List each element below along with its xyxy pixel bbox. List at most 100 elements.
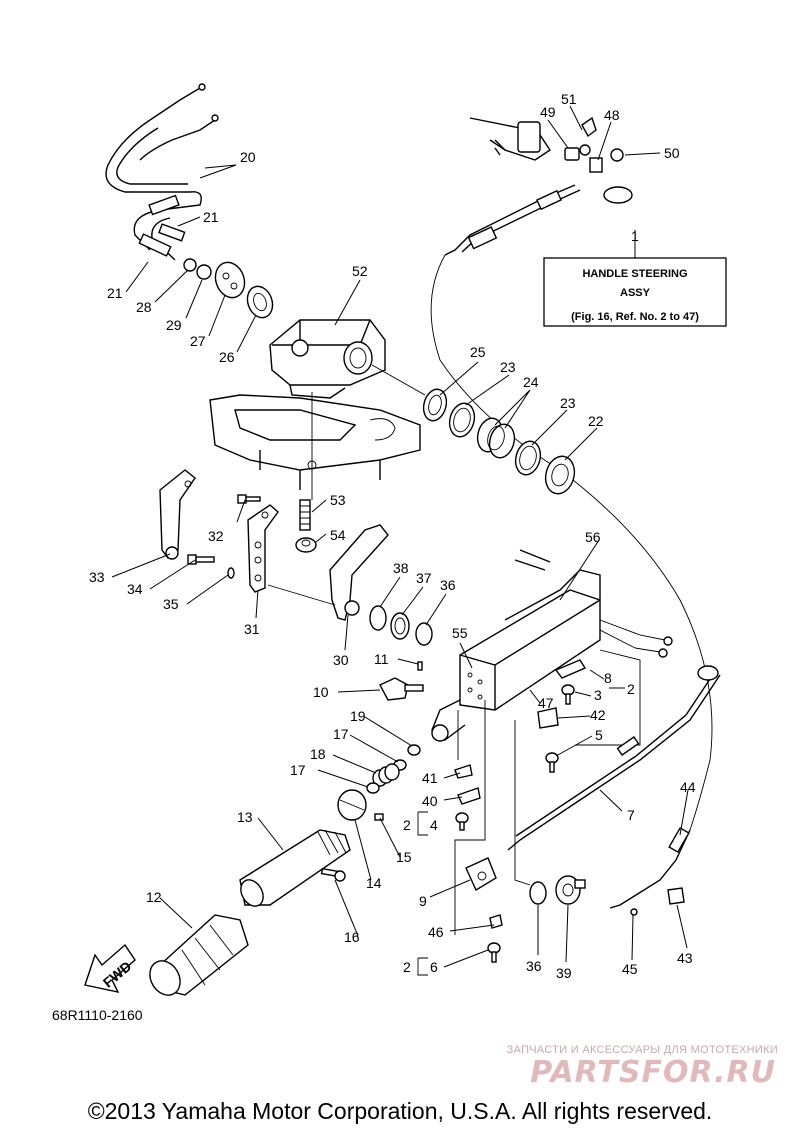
label-12: 12 xyxy=(146,889,162,905)
label-36b: 36 xyxy=(526,958,542,974)
label-7: 7 xyxy=(627,807,635,823)
label-52: 52 xyxy=(352,263,368,279)
callout-line3: (Fig. 16, Ref. No. 2 to 47) xyxy=(571,311,699,323)
mounting-plate xyxy=(209,394,421,490)
label-28: 28 xyxy=(136,299,152,315)
label-48: 48 xyxy=(604,107,620,123)
label-42: 42 xyxy=(590,707,606,723)
label-5: 5 xyxy=(595,727,603,743)
label-14: 14 xyxy=(366,875,382,891)
spring-18 xyxy=(372,763,400,787)
label-23a: 23 xyxy=(500,359,516,375)
drawing-code: 68R1110-2160 xyxy=(52,1007,143,1023)
washer-stack xyxy=(371,364,576,495)
label-43: 43 xyxy=(677,950,693,966)
washer-37 xyxy=(390,612,410,640)
label-6: 6 xyxy=(430,959,438,975)
label-2c: 2 xyxy=(403,959,411,975)
steering-bracket-52 xyxy=(269,319,386,399)
screw-3 xyxy=(561,684,575,705)
watermark-tagline: ЗАПЧАСТИ И АКСЕССУАРЫ ДЛЯ МОТОТЕХНИКИ xyxy=(506,1044,778,1056)
label-35: 35 xyxy=(163,596,179,612)
callout-line2: ASSY xyxy=(620,287,651,299)
label-11: 11 xyxy=(374,651,389,667)
label-51: 51 xyxy=(561,91,577,107)
label-53: 53 xyxy=(330,492,346,508)
label-18: 18 xyxy=(310,746,326,762)
label-22: 22 xyxy=(588,413,604,429)
label-21b: 21 xyxy=(107,285,123,301)
clip-42 xyxy=(537,707,559,729)
screw-5 xyxy=(545,752,559,773)
grip-12 xyxy=(149,914,249,996)
throttle-cable-7 xyxy=(507,665,721,851)
label-9: 9 xyxy=(419,893,427,909)
plate-39 xyxy=(555,875,586,905)
leader-lines xyxy=(111,105,689,976)
steering-handle-body xyxy=(431,549,673,742)
screw-16 xyxy=(320,867,346,882)
label-16: 16 xyxy=(344,929,360,945)
label-55: 55 xyxy=(452,625,468,641)
label-17a: 17 xyxy=(333,726,349,742)
washer-17b xyxy=(366,782,380,794)
ring-14 xyxy=(337,789,367,821)
label-41: 41 xyxy=(422,770,438,786)
label-39: 39 xyxy=(556,965,572,981)
label-4: 4 xyxy=(430,817,438,833)
label-29: 29 xyxy=(166,317,182,333)
label-32: 32 xyxy=(208,528,224,544)
label-23b: 23 xyxy=(560,395,576,411)
label-21a: 21 xyxy=(203,209,219,225)
label-1: 1 xyxy=(631,228,639,244)
bracket-31 xyxy=(247,504,279,593)
callout-line1: HANDLE STEERING xyxy=(582,268,687,280)
label-34: 34 xyxy=(127,581,143,597)
bushing-36b xyxy=(529,881,547,905)
label-44: 44 xyxy=(680,779,696,795)
fwd-arrow: FWD xyxy=(84,943,136,993)
label-36a: 36 xyxy=(440,577,456,593)
plate-8 xyxy=(554,659,587,679)
label-26: 26 xyxy=(219,349,235,365)
washer-38 xyxy=(369,605,387,631)
label-27: 27 xyxy=(190,333,206,349)
label-46: 46 xyxy=(428,924,444,940)
plate-46 xyxy=(489,914,503,929)
label-40: 40 xyxy=(422,793,438,809)
cable-44 xyxy=(609,827,691,909)
label-8: 8 xyxy=(604,670,612,686)
label-37: 37 xyxy=(416,570,432,586)
label-13: 13 xyxy=(237,809,253,825)
cable-assembly-20 xyxy=(105,83,219,261)
label-56: 56 xyxy=(585,529,601,545)
screw-6 xyxy=(487,942,501,963)
label-45: 45 xyxy=(622,961,638,977)
long-cable-run xyxy=(430,254,713,831)
clip-40 xyxy=(457,787,481,805)
label-47: 47 xyxy=(538,695,554,711)
label-3: 3 xyxy=(594,687,602,703)
label-17b: 17 xyxy=(290,762,306,778)
label-33: 33 xyxy=(89,569,105,585)
label-19: 19 xyxy=(350,708,366,724)
label-54: 54 xyxy=(330,527,346,543)
throttle-shaft-13 xyxy=(239,829,351,907)
pin-11 xyxy=(417,661,423,671)
label-30: 30 xyxy=(333,652,349,668)
label-2: 2 xyxy=(627,681,635,697)
label-50: 50 xyxy=(664,145,680,161)
clip-41 xyxy=(454,764,473,779)
bracket-33 xyxy=(159,469,196,560)
handle-steering-callout: HANDLE STEERING ASSY (Fig. 16, Ref. No. … xyxy=(543,230,727,327)
bolt-32 xyxy=(237,494,261,504)
bolt-34 xyxy=(187,554,215,565)
nut-54 xyxy=(295,537,317,553)
clip-45 xyxy=(630,908,638,916)
control-linkage-upper-right xyxy=(444,116,633,256)
label-20: 20 xyxy=(240,149,256,165)
bracket-9 xyxy=(465,857,497,892)
lever-30 xyxy=(267,524,389,621)
label-15: 15 xyxy=(396,849,412,865)
